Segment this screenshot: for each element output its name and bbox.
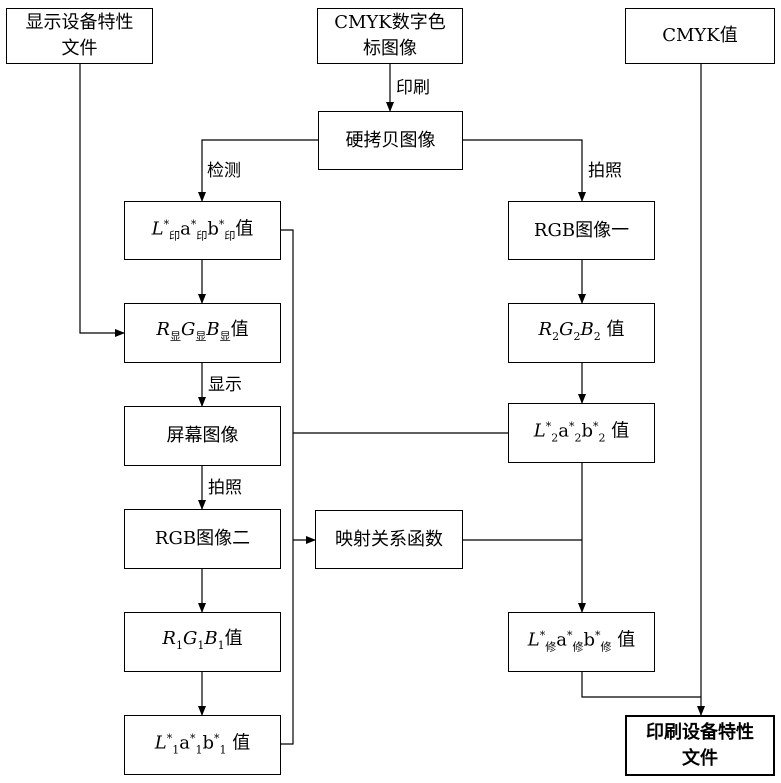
rgb-display-box: R显G显B显值 xyxy=(124,303,281,363)
bracket-lab-values xyxy=(281,230,293,744)
cmyk-chart-line2: 标图像 xyxy=(363,36,417,62)
line-corrected-to-profile xyxy=(582,671,701,697)
screen-image-text: 屏幕图像 xyxy=(167,423,239,449)
cmyk-chart-box: CMYK数字色 标图像 xyxy=(317,8,463,64)
screen-image-box: 屏幕图像 xyxy=(124,406,281,466)
display-profile-line1: 显示设备特性 xyxy=(26,10,134,36)
lab-2-box: L*2a*2b*2 值 xyxy=(508,403,655,463)
print-profile-line2: 文件 xyxy=(682,746,718,772)
cmyk-chart-line1: CMYK数字色 xyxy=(334,10,446,36)
lab-1-box: L*1a*1b*1 值 xyxy=(124,715,281,775)
arrow-photo-right xyxy=(462,140,582,201)
edge-label-detect: 检测 xyxy=(205,161,243,181)
rgb-image-2-box: RGB图像二 xyxy=(124,509,281,569)
display-profile-line2: 文件 xyxy=(62,36,98,62)
rgb-2-formula: R2G2B2 值 xyxy=(539,317,625,350)
rgb-image-1-box: RGB图像一 xyxy=(508,201,655,260)
lab-print-box: L*印a*印b*印值 xyxy=(124,201,281,260)
lab-corrected-box: L*修a*修b*修 值 xyxy=(508,612,655,672)
mapping-function-text: 映射关系函数 xyxy=(335,527,443,553)
rgb-display-formula: R显G显B显值 xyxy=(156,317,248,350)
hardcopy-text: 硬拷贝图像 xyxy=(346,128,436,154)
rgb-1-box: R1G1B1值 xyxy=(124,612,281,672)
cmyk-value-box: CMYK值 xyxy=(625,8,775,64)
lab-1-formula: L*1a*1b*1 值 xyxy=(155,726,250,764)
edge-label-photo-left: 拍照 xyxy=(206,478,244,498)
rgb-image-1-text: RGB图像一 xyxy=(534,218,629,244)
rgb-1-formula: R1G1B1值 xyxy=(162,626,242,659)
display-profile-box: 显示设备特性 文件 xyxy=(6,8,153,64)
edge-label-photo-right: 拍照 xyxy=(586,161,624,181)
lab-corrected-formula: L*修a*修b*修 值 xyxy=(528,623,635,661)
lab-print-formula: L*印a*印b*印值 xyxy=(152,212,254,250)
cmyk-value-text: CMYK值 xyxy=(662,23,738,49)
edge-label-display: 显示 xyxy=(206,375,244,395)
lab-2-formula: L*2a*2b*2 值 xyxy=(534,414,629,452)
hardcopy-box: 硬拷贝图像 xyxy=(318,111,463,170)
arrow-display-profile xyxy=(80,63,124,333)
rgb-2-box: R2G2B2 值 xyxy=(508,303,655,363)
mapping-function-box: 映射关系函数 xyxy=(315,510,463,569)
print-profile-line1: 印刷设备特性 xyxy=(646,720,754,746)
rgb-image-2-text: RGB图像二 xyxy=(155,526,250,552)
print-profile-box: 印刷设备特性 文件 xyxy=(625,715,775,776)
edge-label-print: 印刷 xyxy=(394,78,432,98)
